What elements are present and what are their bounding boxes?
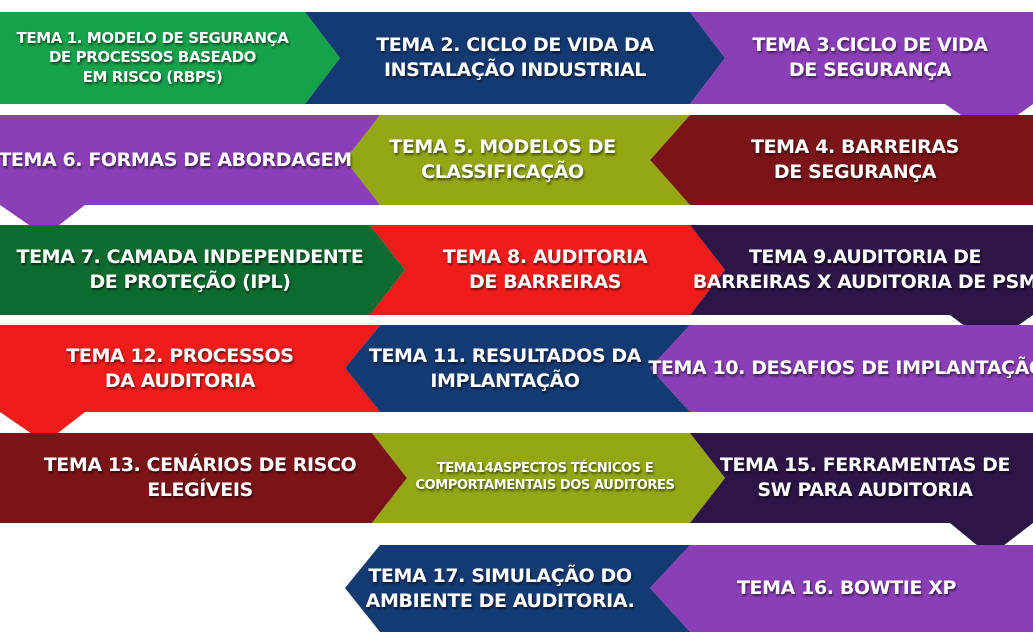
topic-12-line-2: da Auditoria: [104, 369, 256, 392]
topic-6-label: Tema 6. Formas de Abordagem: [0, 115, 352, 205]
topic-4-line-2: de Segurança: [773, 161, 937, 183]
topic-15-line-1: Tema 15. Ferramentas de: [719, 454, 1011, 477]
topic-1-label: Tema 1. Modelo de Segurançade Processos …: [10, 12, 295, 104]
topic-5-line-2: Classificação: [421, 161, 584, 183]
topic-2-line-1: Tema 2. Ciclo de Vida da: [376, 34, 654, 57]
topic-8-line-2: de Barreiras: [468, 271, 622, 293]
topic-6-shape: [0, 115, 380, 236]
topic-10-shape: [650, 325, 1033, 412]
topic-8-line-1: Tema 8. Auditoria: [442, 246, 648, 269]
topic-7-line-1: Tema 7. Camada Independente: [16, 246, 364, 269]
topic-14-label: Tema14Aspectos Técnicos eComportamentais…: [400, 433, 690, 523]
topic-15-line-2: SW para Auditoria: [757, 479, 973, 501]
topic-5-label: Tema 5. Modelos deClassificação: [355, 115, 650, 205]
topic-17-line-2: Ambiente de Auditoria.: [365, 589, 635, 612]
topic-3-shape: [690, 12, 1033, 135]
topic-17-label: Tema 17. Simulação doAmbiente de Auditor…: [345, 545, 655, 632]
topic-17-shape: [345, 545, 690, 632]
topic-4-shape: [650, 115, 1033, 205]
topic-7-shape: [0, 225, 405, 315]
topic-13-label: Tema 13. Cenários de RiscoElegíveis: [0, 433, 400, 523]
topic-16-line-1: Tema 16. Bowtie XP: [736, 577, 957, 600]
topic-13-line-2: Elegíveis: [147, 479, 253, 501]
topic-16-shape: [650, 545, 1033, 632]
topic-4-line-1: Tema 4. Barreiras: [751, 136, 959, 159]
topic-3-label: Tema 3.Ciclo de Vidade Segurança: [725, 12, 1015, 104]
topic-14-line-2: Comportamentais dos Auditores: [415, 478, 675, 493]
topic-4-label: Tema 4. Barreirasde Segurança: [690, 115, 1020, 205]
topic-1-shape: [0, 12, 340, 104]
topic-16-label: Tema 16. Bowtie XP: [660, 545, 1033, 632]
topic-6-line-1: Tema 6. Formas de Abordagem: [0, 148, 352, 171]
topic-17-line-1: Tema 17. Simulação do: [368, 564, 632, 587]
topic-15-label: Tema 15. Ferramentas deSW para Auditoria: [700, 433, 1030, 523]
topic-12-line-1: Tema 12. Processos: [66, 344, 294, 367]
topic-9-shape: [690, 225, 1033, 345]
topic-1-line-2: de Processos Baseado: [48, 48, 257, 67]
topic-10-line-1: Tema 10. Desafios de Implantação: [648, 357, 1033, 380]
topic-14-line-1: Tema14Aspectos Técnicos e: [436, 461, 654, 477]
topic-2-shape: [305, 12, 725, 104]
topic-11-label: Tema 11. Resultados daImplantação: [360, 325, 650, 412]
topic-9-label: Tema 9.Auditoria deBarreiras X Auditoria…: [693, 225, 1033, 315]
topic-3-line-1: Tema 3.Ciclo de Vida: [752, 34, 988, 57]
topic-11-line-2: Implantação: [430, 369, 580, 392]
topic-9-line-2: Barreiras X Auditoria de PSM: [692, 271, 1033, 293]
topic-2-label: Tema 2. Ciclo de Vida daInstalação Indus…: [345, 12, 685, 104]
topic-12-label: Tema 12. Processosda Auditoria: [0, 325, 360, 412]
topic-10-label: Tema 10. Desafios de Implantação: [648, 325, 1033, 412]
topic-12-shape: [0, 325, 380, 443]
topic-15-shape: [690, 433, 1033, 556]
topic-9-line-1: Tema 9.Auditoria de: [748, 246, 982, 269]
topic-13-line-1: Tema 13. Cenários de Risco: [43, 454, 357, 477]
topic-5-line-1: Tema 5. Modelos de: [389, 136, 616, 159]
topic-5-shape: [345, 115, 690, 205]
topic-3-line-2: de Segurança: [788, 59, 952, 81]
topic-14-shape: [372, 433, 725, 523]
topic-8-label: Tema 8. Auditoriade Barreiras: [405, 225, 685, 315]
topic-2-line-2: Instalação Industrial: [384, 59, 646, 81]
topic-1-line-1: Tema 1. Modelo de Segurança: [16, 28, 289, 47]
topic-13-shape: [0, 433, 407, 523]
topic-11-line-1: Tema 11. Resultados da: [368, 344, 642, 367]
topic-7-label: Tema 7. Camada Independentede Proteção (…: [0, 225, 380, 315]
topic-1-line-3: em Risco (RBPS): [82, 67, 223, 86]
topic-8-shape: [370, 225, 725, 315]
topic-7-line-2: de Proteção (IPL): [89, 271, 291, 293]
topic-11-shape: [345, 325, 690, 412]
